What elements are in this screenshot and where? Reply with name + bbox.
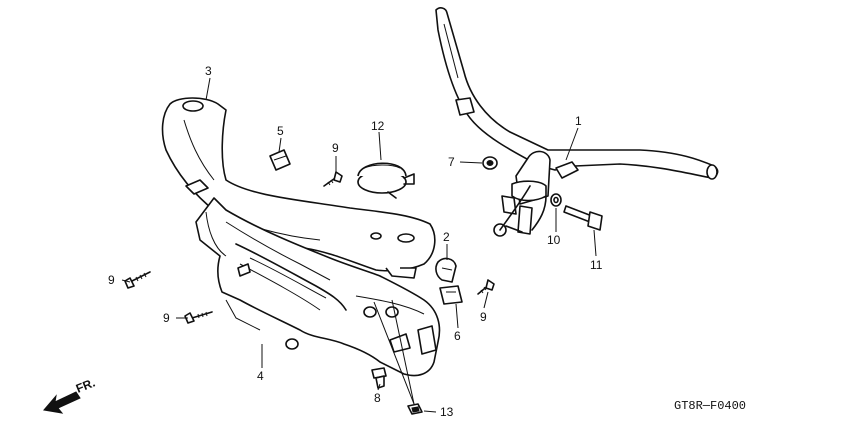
handlebar-part — [435, 7, 719, 237]
clip-part-6 — [439, 285, 463, 305]
callout-11: 11 — [590, 258, 603, 272]
front-direction-indicator: FR. — [43, 376, 97, 414]
callout-8: 8 — [374, 391, 381, 405]
callout-9-d: 9 — [480, 310, 487, 324]
diagram-code: GT8R─F0400 — [674, 399, 746, 413]
callout-13: 13 — [440, 405, 454, 419]
clip-part-5 — [269, 149, 291, 171]
callout-7: 7 — [448, 155, 455, 169]
cap-part — [357, 162, 415, 199]
callout-5: 5 — [277, 124, 284, 138]
callout-9-c: 9 — [332, 141, 339, 155]
callout-6: 6 — [454, 329, 461, 343]
callout-9-a: 9 — [108, 273, 115, 287]
screw-part-9-a — [124, 271, 151, 289]
grommet-part-7 — [482, 156, 498, 170]
bolt-part-8 — [371, 367, 387, 389]
callout-9-b: 9 — [163, 311, 170, 325]
leader-lines — [121, 77, 597, 413]
screw-part-9-c — [323, 171, 343, 187]
callout-4: 4 — [257, 369, 264, 383]
callout-labels: 1 2 3 4 5 6 7 8 9 9 9 9 10 11 12 13 — [108, 64, 603, 419]
front-arrow-icon — [43, 391, 81, 414]
front-direction-label: FR. — [74, 376, 97, 396]
upper-cover-part — [161, 97, 436, 279]
callout-10: 10 — [547, 233, 561, 247]
callout-1: 1 — [575, 114, 582, 128]
callout-3: 3 — [205, 64, 212, 78]
screw-part-9-d — [477, 279, 495, 295]
lower-cover-part — [195, 197, 441, 377]
callout-12: 12 — [371, 119, 385, 133]
nut-part-13 — [407, 403, 423, 415]
callout-2: 2 — [443, 230, 450, 244]
screw-part-9-b — [184, 311, 213, 324]
bolt-part-11 — [563, 205, 603, 231]
washer-part-10 — [550, 193, 562, 207]
clip-part-2 — [435, 257, 457, 283]
